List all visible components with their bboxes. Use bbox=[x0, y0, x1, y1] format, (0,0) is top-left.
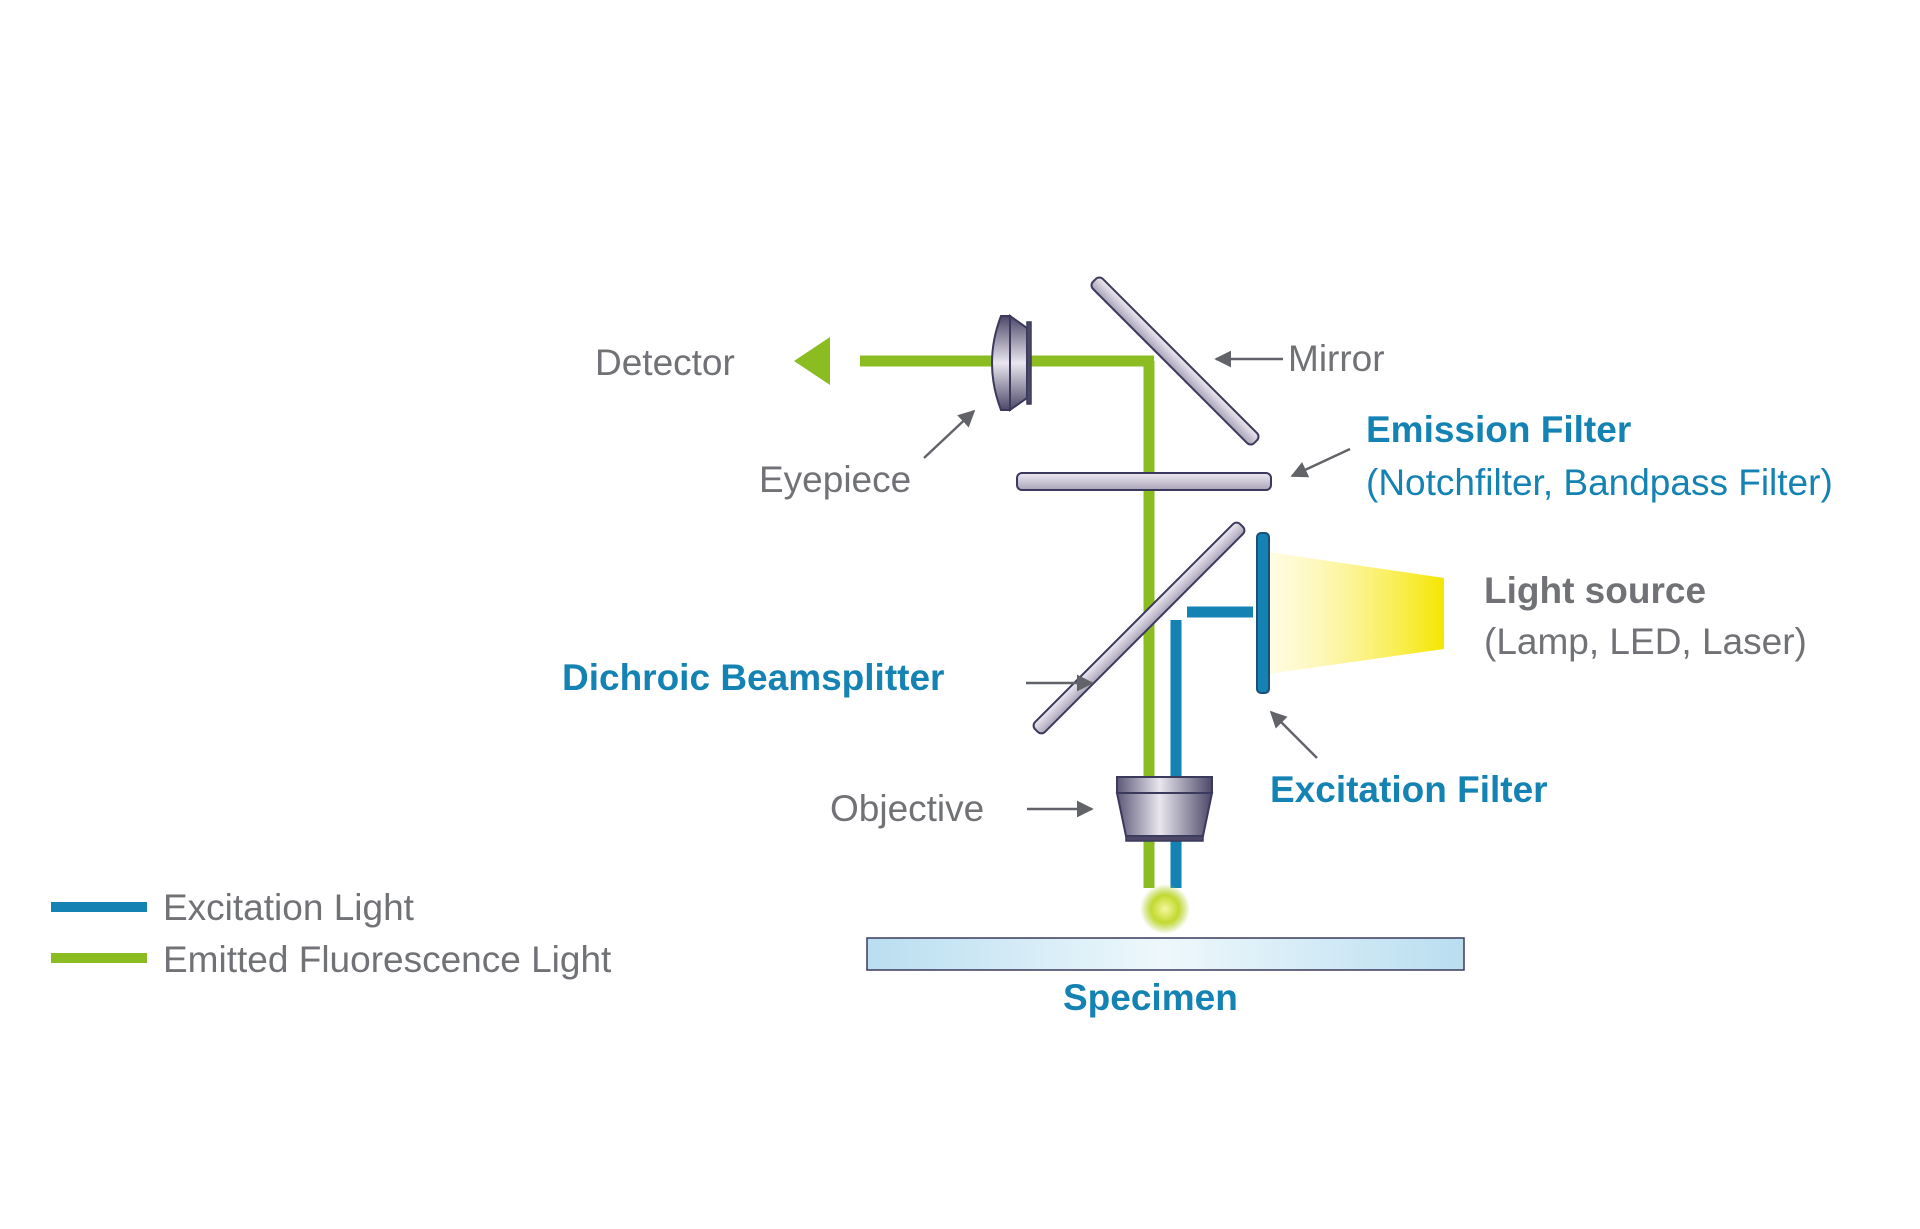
dichroic-label: Dichroic Beamsplitter bbox=[562, 657, 944, 698]
specimen-slide bbox=[866, 937, 1465, 971]
fluorescence-glow bbox=[1140, 884, 1190, 934]
emission-filter-subtitle: (Notchfilter, Bandpass Filter) bbox=[1366, 462, 1833, 503]
legend-label-emission: Emitted Fluorescence Light bbox=[163, 939, 612, 980]
excitation-filter-pointer-arrow bbox=[1269, 710, 1318, 759]
objective-lens-icon bbox=[1115, 776, 1214, 842]
legend-swatch-emission bbox=[51, 953, 147, 963]
excitation-filter bbox=[1256, 532, 1270, 694]
dichroic-beamsplitter bbox=[1032, 521, 1246, 735]
eyepiece-lens-icon bbox=[991, 314, 1032, 412]
specimen-label: Specimen bbox=[1063, 977, 1238, 1018]
light-source-title: Light source bbox=[1484, 570, 1706, 611]
mirror-label: Mirror bbox=[1288, 338, 1385, 379]
arrow-left-icon bbox=[794, 337, 830, 385]
light-source-subtitle: (Lamp, LED, Laser) bbox=[1484, 621, 1807, 662]
excitation-filter-label: Excitation Filter bbox=[1270, 769, 1548, 810]
emission-filter-pointer-arrow bbox=[1290, 447, 1351, 478]
emission-filter bbox=[1016, 472, 1272, 491]
legend: Excitation Light Emitted Fluorescence Li… bbox=[51, 887, 612, 980]
light-beam-icon bbox=[1268, 552, 1444, 674]
excitation-light-path bbox=[1170, 606, 1253, 888]
legend-label-excitation: Excitation Light bbox=[163, 887, 415, 928]
emission-filter-title: Emission Filter bbox=[1366, 409, 1631, 450]
legend-swatch-excitation bbox=[51, 902, 147, 912]
eyepiece-pointer-arrow bbox=[923, 409, 976, 459]
objective-label: Objective bbox=[830, 788, 984, 829]
eyepiece-label: Eyepiece bbox=[759, 459, 911, 500]
detector-label: Detector bbox=[595, 342, 735, 383]
mirror bbox=[1090, 276, 1260, 446]
